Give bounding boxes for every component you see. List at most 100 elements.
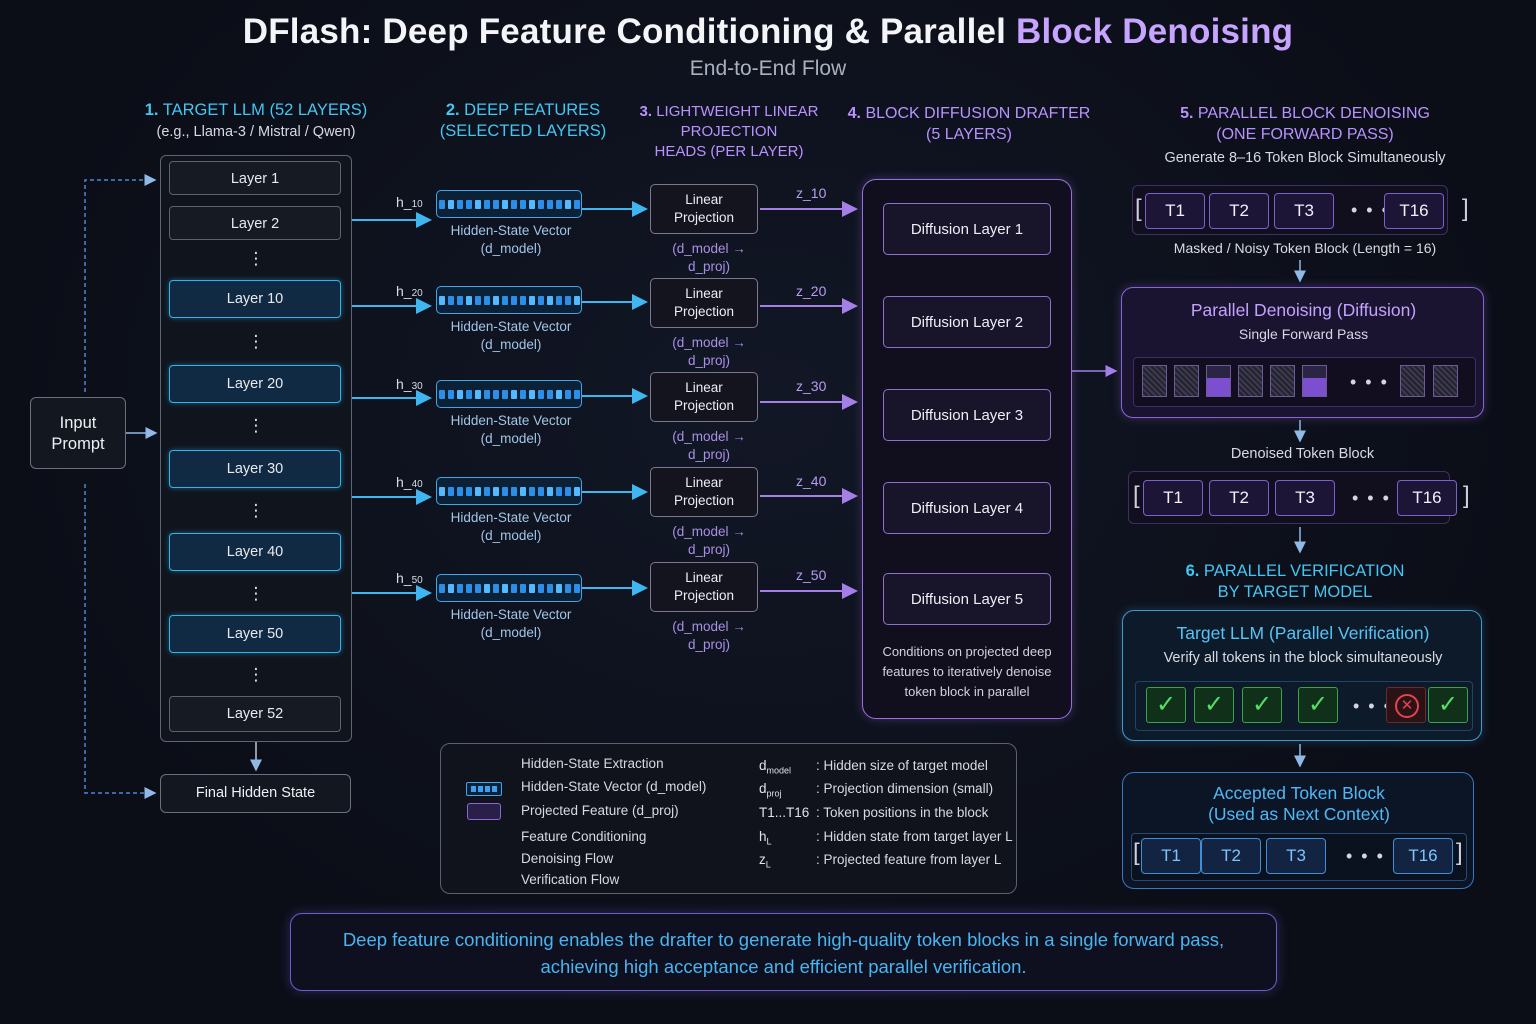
h-label-20: h_20: [396, 283, 423, 299]
input-prompt-line1: Input: [59, 414, 97, 432]
title-highlight: Block Denoising: [1016, 12, 1294, 51]
parallel-denoising-subtitle: Single Forward Pass: [1238, 326, 1369, 342]
projection-dims: (d_model → d_proj): [672, 524, 746, 557]
parallel-denoising-box: Parallel Denoising (Diffusion) Single Fo…: [1121, 287, 1484, 418]
legend-projected-swatch: [467, 803, 501, 820]
llm-layer-50: Layer 50: [169, 615, 341, 653]
hidden-state-vector-50: Hidden-State Vector(d_model): [436, 574, 586, 642]
section-2-header: 2. Deep Features(Selected Layers): [439, 101, 607, 140]
legend-box: Hidden-State Extraction Hidden-State Vec…: [440, 743, 1017, 894]
legend-item-4: Feature Conditioning: [521, 829, 647, 844]
section-4-header: 4. Block Diffusion Drafter(5 Layers): [847, 105, 1091, 143]
footer-summary: Deep feature conditioning enables the dr…: [290, 913, 1277, 991]
legend-item-1: Hidden-State Extraction: [521, 756, 664, 771]
llm-layer-20: Layer 20: [169, 365, 341, 403]
page-subtitle: End-to-End Flow: [689, 57, 847, 80]
accept-check-icon: ✓: [1298, 687, 1338, 723]
z-label-40: z_40: [796, 473, 827, 489]
noisy-token: [1400, 365, 1425, 397]
verification-subtitle: Verify all tokens in the block simultane…: [1163, 650, 1443, 666]
vector-dim: (d_model): [480, 337, 542, 352]
masked-block-caption: Masked / Noisy Token Block (Length = 16): [1173, 240, 1437, 256]
section-6-header: 6. Parallel Verificationby Target Model: [1185, 562, 1405, 601]
accepted-token-t2: T2: [1201, 838, 1261, 874]
vector-dim: (d_model): [480, 431, 542, 446]
accept-check-icon: ✓: [1242, 687, 1282, 723]
section-3-header: 3. Lightweight LinearProjectionHeads (Pe…: [639, 103, 819, 160]
z-label-30: z_30: [796, 378, 827, 394]
token-ellipsis: • • •: [1346, 846, 1385, 866]
bracket-left: [: [1133, 482, 1140, 509]
token-ellipsis: • • •: [1352, 488, 1391, 508]
projection-dims: (d_model → d_proj): [672, 429, 746, 462]
h-label-30: h_30: [396, 376, 423, 392]
section-5-header: 5. Parallel Block Denoising(One Forward …: [1180, 105, 1430, 143]
accept-check-icon: ✓: [1146, 687, 1186, 723]
drafter-note: Conditions on projected deep features to…: [882, 644, 1052, 699]
noisy-token: [1238, 365, 1263, 397]
h-label-40: h_40: [396, 474, 423, 490]
denoised-token-t16: T16: [1397, 480, 1457, 516]
legend-def-2: : Projection dimension (small): [816, 781, 994, 796]
diffusion-layer-1: Diffusion Layer 1: [883, 203, 1051, 255]
hidden-state-vector-30: Hidden-State Vector (d_model): [436, 380, 586, 448]
verification-strip: [1135, 681, 1473, 731]
parallel-denoising-title: Parallel Denoising (Diffusion): [1190, 300, 1417, 320]
layer-gap-dots: ⋮: [247, 584, 265, 603]
token-ellipsis: • • •: [1351, 200, 1390, 220]
layer-gap-dots: ⋮: [247, 249, 265, 268]
layer-gap-dots: ⋮: [247, 665, 265, 684]
accepted-token-t1: T1: [1141, 838, 1201, 874]
legend-vector-swatch: [466, 782, 502, 796]
legend-item-6: Verification Flow: [521, 872, 620, 887]
legend-def-key-1: dmodel: [759, 758, 792, 776]
title-main: DFlash: Deep Feature Conditioning & Para…: [242, 12, 1017, 51]
vector-cells: [436, 477, 582, 505]
hidden-state-vector-40: Hidden-State Vector(d_model): [436, 477, 586, 545]
bracket-right: ]: [1462, 195, 1469, 222]
llm-layer-52: Layer 52: [169, 696, 341, 732]
vector-cells: [436, 380, 582, 408]
denoised-token-block: [ T1 T2 T3 • • • T16 ]: [1128, 471, 1470, 524]
layer-gap-dots: ⋮: [247, 416, 265, 435]
vector-cells: [436, 286, 582, 314]
diffusion-layer-5: Diffusion Layer 5: [883, 573, 1051, 625]
hidden-state-vector-20: Hidden-State Vector (d_model): [436, 286, 586, 354]
block-diffusion-drafter: Diffusion Layer 1 Diffusion Layer 2 Diff…: [862, 179, 1072, 719]
accepted-token-block-box: Accepted Token Block(Used as Next Contex…: [1122, 772, 1474, 889]
vector-cells: [436, 190, 582, 218]
llm-layer-2: Layer 2: [169, 206, 341, 240]
llm-layer-1: Layer 1: [169, 161, 341, 195]
bracket-right: ]: [1463, 482, 1470, 509]
vector-dim: (d_model): [480, 528, 542, 543]
legend-item-3: Projected Feature (d_proj): [521, 803, 679, 818]
masked-token-t1: T1: [1145, 193, 1205, 229]
legend-def-key-3: T1...T16: [759, 805, 810, 820]
vector-caption: Hidden-State Vector: [450, 319, 572, 334]
z-label-50: z_50: [796, 567, 827, 583]
noisy-token: [1174, 365, 1199, 397]
bracket-right: ]: [1456, 839, 1463, 866]
section-5-subtitle: Generate 8–16 Token Block Simultaneously: [1164, 150, 1446, 166]
masked-token-t16: T16: [1384, 193, 1444, 229]
vector-cells: [436, 574, 582, 602]
legend-def-key-5: zL: [759, 852, 771, 870]
layer-gap-dots: ⋮: [247, 501, 265, 520]
llm-layer-40: Layer 40: [169, 533, 341, 571]
hidden-state-vector-10: Hidden-State Vector(d_model): [436, 190, 586, 258]
vector-caption: Hidden-State Vector: [450, 413, 572, 428]
masked-token-t2: T2: [1209, 193, 1269, 229]
reject-x-icon: ✕: [1386, 687, 1426, 723]
footer-line-1: Deep feature conditioning enables the dr…: [342, 929, 1225, 950]
layer-gap-dots: ⋮: [247, 332, 265, 351]
legend-item-2: Hidden-State Vector (d_model): [521, 779, 707, 794]
projection-dims: (d_model → d_proj): [672, 619, 746, 652]
page-title: DFlash: Deep Feature Conditioning & Para…: [0, 12, 1536, 52]
